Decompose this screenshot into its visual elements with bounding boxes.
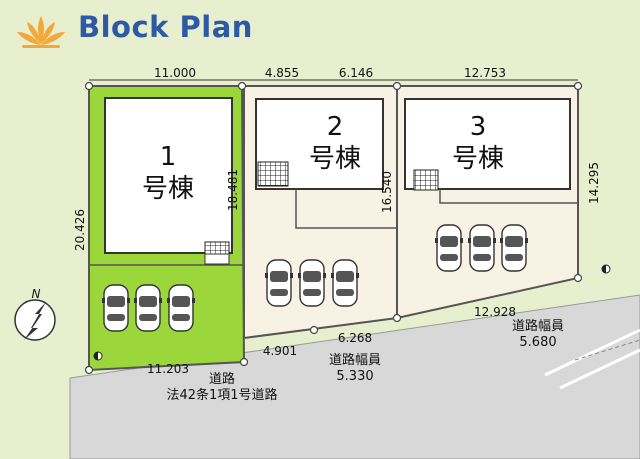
lot-2-car-1 — [264, 259, 294, 307]
road-width-label-2: 道路幅員 — [512, 318, 564, 334]
lot-3-car-2 — [467, 224, 497, 272]
dim-lot1-top: 11.000 — [154, 66, 196, 80]
road-name: 道路 — [209, 371, 235, 387]
page-title: Block Plan — [78, 10, 253, 44]
lot-1-label: 号棟 — [142, 174, 194, 204]
lot-1-car-1 — [101, 284, 131, 332]
lot-3-label: 号棟 — [452, 144, 504, 174]
dim-lot3-bottom: 12.928 — [474, 305, 516, 319]
lot-1-number: 1 — [160, 142, 177, 172]
dim-lot1-house-right: 18.481 — [226, 169, 240, 211]
north-compass-icon — [14, 299, 56, 341]
lot-1-house — [104, 97, 233, 254]
lot-2-label: 号棟 — [309, 144, 361, 174]
boundary-markers — [84, 81, 583, 375]
lot-2-car-3 — [330, 259, 360, 307]
side-road-marking — [544, 328, 640, 390]
lot-3-number: 3 — [470, 112, 487, 142]
dim-lot2-right: 16.540 — [380, 171, 394, 213]
dim-lot2-bottom-left: 4.901 — [263, 344, 297, 358]
corner-marker-icons — [93, 264, 611, 361]
road-width-value-1: 5.330 — [336, 369, 373, 384]
compass-label: N — [32, 287, 41, 301]
dim-lot1-bottom: 11.203 — [147, 362, 189, 376]
road-width-value-2: 5.680 — [519, 335, 556, 350]
main-road — [69, 294, 640, 459]
lot-1-entrance-grate — [204, 241, 230, 255]
lot-1-car-2 — [133, 284, 163, 332]
dim-lot1-left: 20.426 — [73, 209, 87, 251]
road-width-label-1: 道路幅員 — [329, 352, 381, 368]
dim-lot2-bottom-right: 6.268 — [338, 331, 372, 345]
dim-lot3-right: 14.295 — [587, 162, 601, 204]
lot-3-entrance-grate — [413, 169, 439, 191]
lot-2-entrance-grate — [257, 161, 289, 187]
lotus-logo-icon — [17, 16, 65, 48]
road-law: 法42条1項1号道路 — [166, 387, 277, 403]
lot-2-number: 2 — [327, 112, 344, 142]
dim-lot2-top-left: 4.855 — [265, 66, 299, 80]
dim-lot3-top: 12.753 — [464, 66, 506, 80]
dim-lot2-top-right: 6.146 — [339, 66, 373, 80]
lot-3-car-3 — [499, 224, 529, 272]
lot-3-car-1 — [434, 224, 464, 272]
lot-2-car-2 — [297, 259, 327, 307]
lot-1-car-3 — [166, 284, 196, 332]
